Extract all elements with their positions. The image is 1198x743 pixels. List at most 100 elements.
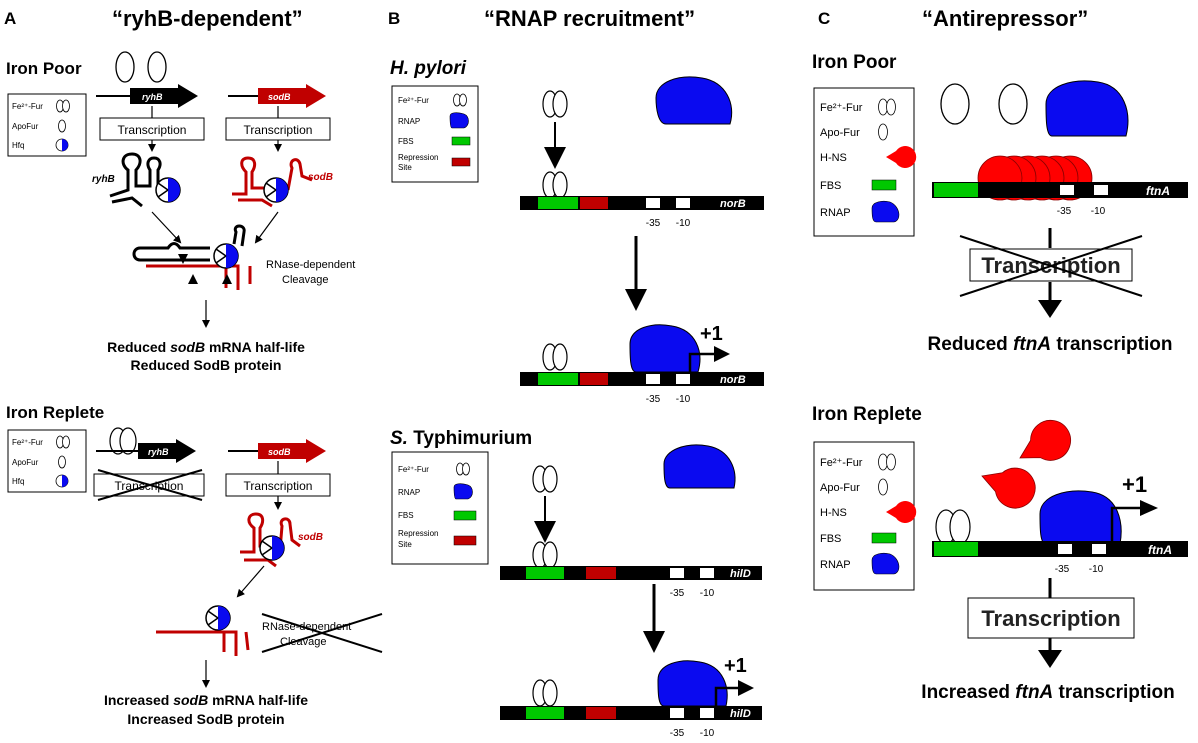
legend-fbs-label: FBS xyxy=(820,533,841,545)
rnap-icon xyxy=(453,483,473,500)
hfq-icon xyxy=(259,535,285,561)
rnap-icon xyxy=(871,200,900,223)
repression-site-icon xyxy=(451,157,471,167)
legend-rnap-label: RNAP xyxy=(820,559,851,571)
fe-fur-icon xyxy=(532,541,558,569)
cleavage-label-line2: Cleavage xyxy=(280,636,326,648)
blocked-cross xyxy=(261,613,383,653)
fbs-icon xyxy=(871,179,897,191)
ryhb-gene: ryhB xyxy=(96,439,196,463)
cleavage-label-line2: Cleavage xyxy=(282,274,328,286)
legend-apofur-label: Apo-Fur xyxy=(820,482,860,494)
rnap-icon xyxy=(655,76,733,125)
minus35-label: -35 xyxy=(670,588,685,599)
legend-rnap-label: RNAP xyxy=(398,117,420,126)
legend-site-label: Site xyxy=(398,163,412,172)
hild-dna: hilD xyxy=(500,566,762,580)
rnap-icon xyxy=(657,660,728,707)
panel-c-replete-legend: Fe²⁺-Fur Apo-Fur H-NS FBS RNAP xyxy=(813,441,917,591)
hild-dna: hilD xyxy=(500,706,762,720)
sodb-rna-label: sodB xyxy=(298,532,323,543)
blocked-cross xyxy=(959,235,1143,297)
legend-rnap-label: RNAP xyxy=(820,207,851,219)
minus10-label: -10 xyxy=(700,588,715,599)
legend-hfq-label: Hfq xyxy=(12,141,24,150)
cleavage-site-marker xyxy=(178,254,188,264)
panel-a-poor-result: Reduced sodB mRNA half-life xyxy=(107,339,305,355)
panel-a-letter: A xyxy=(4,9,16,28)
legend-repression-label: Repression xyxy=(398,153,438,162)
transcription-start-arrow xyxy=(714,680,754,706)
minus35-label: -35 xyxy=(646,218,661,229)
rnap-icon xyxy=(449,112,469,129)
sodb-rna-label: sodB xyxy=(308,172,333,183)
norb-gene-label: norB xyxy=(720,198,746,210)
fe-fur-icon xyxy=(532,465,558,493)
apofur-icon xyxy=(998,83,1028,125)
rnap-icon xyxy=(871,552,900,575)
hild-gene-label: hilD xyxy=(730,708,751,720)
legend-fe-fur-label: Fe²⁺-Fur xyxy=(398,96,429,105)
hfq-icon xyxy=(205,605,231,631)
legend-hns-label: H-NS xyxy=(820,507,847,519)
cleavage-label-line1: RNase-dependent xyxy=(266,259,355,271)
apofur-icon xyxy=(147,51,167,83)
ryhb-gene-label: ryhB xyxy=(142,92,163,102)
repression-site-icon xyxy=(453,535,477,546)
norb-dna: norB xyxy=(520,372,764,386)
fe-fur-icon xyxy=(542,171,568,199)
legend-fe-fur-label: Fe²⁺-Fur xyxy=(820,102,863,114)
ftna-dna: ftnA xyxy=(932,182,1188,198)
legend-apofur-label: Apo-Fur xyxy=(820,127,860,139)
panel-c-iron-poor-heading: Iron Poor xyxy=(812,52,897,73)
apofur-icon xyxy=(115,51,135,83)
panel-b-st-legend: Fe²⁺-Fur RNAP FBS Repression Site xyxy=(391,451,489,565)
panel-a: A “ryhB-dependent” Iron Poor Fe²⁺-Fur Ap… xyxy=(4,6,383,727)
minus35-label: -35 xyxy=(1057,206,1072,217)
rnap-icon xyxy=(629,324,701,373)
legend-fbs-label: FBS xyxy=(398,137,414,146)
panel-c-iron-replete-heading: Iron Replete xyxy=(812,404,922,425)
panel-a-replete-legend: Fe²⁺-Fur ApoFur Hfq xyxy=(7,429,87,493)
minus10-label: -10 xyxy=(1089,564,1104,575)
plus1-label: +1 xyxy=(724,655,747,677)
fbs-icon xyxy=(451,136,471,146)
hns-icon xyxy=(886,501,917,523)
sodb-gene-label: sodB xyxy=(268,92,291,102)
rnap-icon xyxy=(1045,80,1129,137)
minus10-label: -10 xyxy=(676,394,691,405)
transcription-start-arrow xyxy=(688,346,730,372)
cleavage-site-marker xyxy=(222,274,232,284)
panel-a-title: “ryhB-dependent” xyxy=(112,6,303,31)
plus1-label: +1 xyxy=(700,323,723,345)
ftna-dna: ftnA xyxy=(932,541,1188,557)
hfq-icon xyxy=(213,243,239,269)
fe-fur-icon xyxy=(109,427,137,455)
fbs-icon xyxy=(871,532,897,544)
legend-rnap-label: RNAP xyxy=(398,488,420,497)
hns-icon xyxy=(886,146,917,169)
transcription-label: Transcription xyxy=(981,606,1120,631)
legend-fe-fur-label: Fe²⁺-Fur xyxy=(398,465,429,474)
cleavage-site-marker xyxy=(188,274,198,284)
minus10-label: -10 xyxy=(676,218,691,229)
transcription-label: Transcription xyxy=(244,479,313,493)
s-typhimurium-heading: S. Typhimurium xyxy=(390,428,532,449)
panel-c-letter: C xyxy=(818,9,830,28)
ryhb-rna xyxy=(109,152,177,208)
fe-fur-icon xyxy=(542,343,568,371)
minus10-label: -10 xyxy=(1091,206,1106,217)
panel-c: C “Antirepressor” Iron Poor Fe²⁺-Fur Apo… xyxy=(812,6,1188,703)
ryhb-gene-label: ryhB xyxy=(148,447,169,457)
free-sodb-rna xyxy=(156,630,250,656)
minus10-label: -10 xyxy=(700,728,715,739)
blocked-cross xyxy=(97,469,203,501)
legend-fe-fur-label: Fe²⁺-Fur xyxy=(12,102,43,111)
minus35-label: -35 xyxy=(646,394,661,405)
minus35-label: -35 xyxy=(670,728,685,739)
fe-fur-icon xyxy=(542,90,568,118)
minus35-label: -35 xyxy=(1055,564,1070,575)
legend-apofur-label: ApoFur xyxy=(12,122,39,131)
legend-fbs-label: FBS xyxy=(820,180,841,192)
